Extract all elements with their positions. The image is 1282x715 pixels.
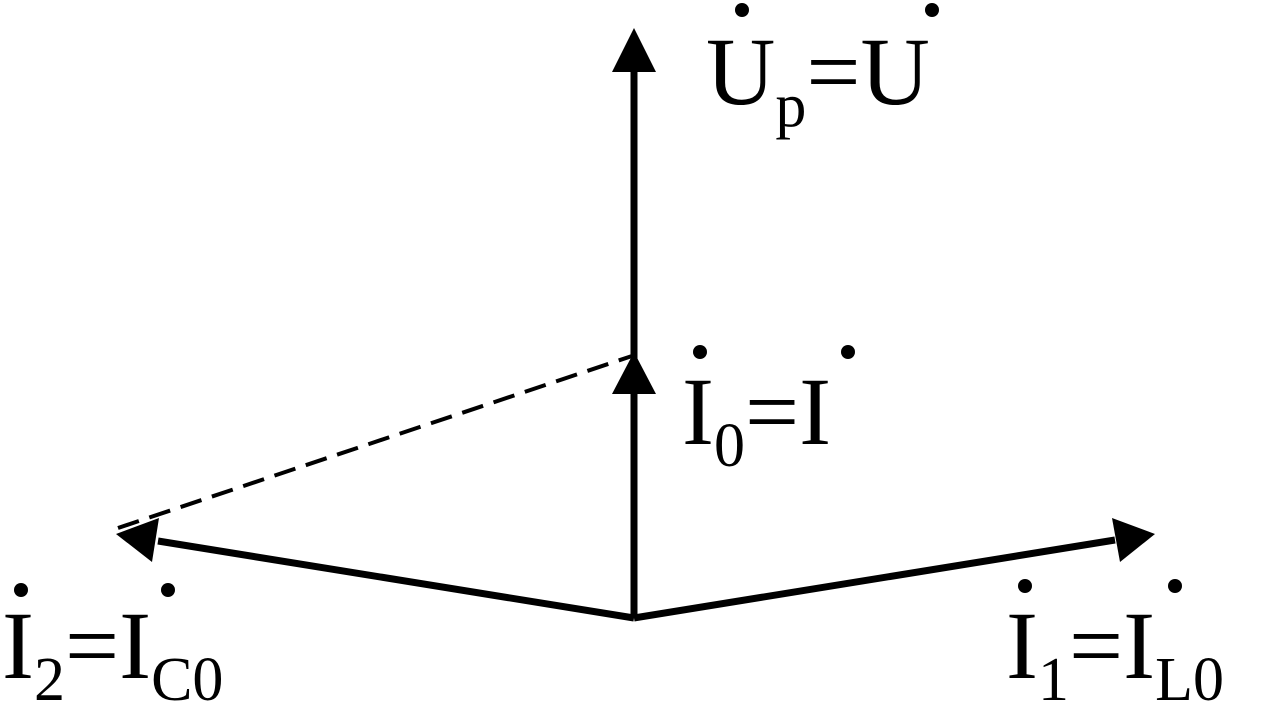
voltage-phasor-arrowhead <box>612 28 656 72</box>
phasor-dot-marker <box>693 345 707 359</box>
phasor-dot-marker <box>1168 579 1182 593</box>
i1-phasor-line <box>633 536 1116 622</box>
i2-label: I2=IC0 <box>2 583 223 714</box>
voltage-label: Up=U <box>706 3 939 140</box>
i1-label: I1=IL0 <box>1006 579 1224 714</box>
i2-label-text: I2=IC0 <box>2 592 223 710</box>
phasor-dot-marker <box>14 583 28 597</box>
i0-label-text: I0=I <box>682 358 831 480</box>
i1-label-text: I1=IL0 <box>1006 592 1224 710</box>
i0-phasor-arrowhead <box>612 352 656 394</box>
phasor-dot-marker <box>161 583 175 597</box>
dashed-construction-line <box>117 354 633 530</box>
phasor-dot-marker <box>735 3 749 17</box>
phasor-dot-marker <box>925 3 939 17</box>
phasor-dot-marker <box>841 345 855 359</box>
voltage-label-text: Up=U <box>706 18 930 140</box>
i0-label: I0=I <box>682 345 855 480</box>
i1-phasor-arrowhead <box>1112 518 1155 562</box>
i2-phasor-arrowhead <box>116 518 159 562</box>
phasor-dot-marker <box>1018 579 1032 593</box>
i2-phasor-line <box>157 537 635 622</box>
